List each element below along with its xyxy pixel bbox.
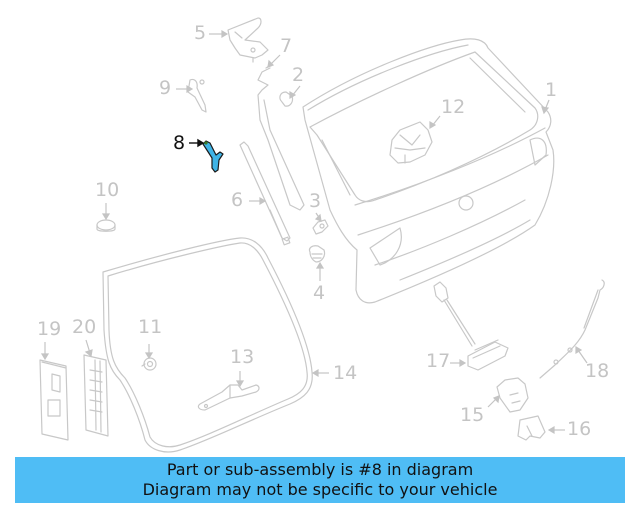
handle-part-13 — [197, 384, 260, 411]
callout-15[interactable]: 15 — [460, 404, 485, 426]
callout-3[interactable]: 3 — [309, 190, 322, 212]
banner-line-part-number: Part or sub-assembly is #8 in diagram — [166, 460, 474, 479]
liftgate-part-1 — [302, 38, 555, 304]
panel-part-20 — [83, 354, 109, 437]
callout-20[interactable]: 20 — [72, 316, 97, 338]
info-banner: Part or sub-assembly is #8 in diagram Di… — [15, 457, 625, 503]
clip-part-3 — [312, 219, 329, 235]
bumper-part-4 — [308, 245, 326, 263]
callout-19[interactable]: 19 — [37, 318, 62, 340]
callout-16[interactable]: 16 — [567, 418, 592, 440]
callout-11[interactable]: 11 — [138, 316, 163, 338]
callout-1[interactable]: 1 — [545, 79, 558, 101]
callout-9[interactable]: 9 — [159, 77, 172, 99]
callout-10[interactable]: 10 — [95, 179, 120, 201]
wiper-motor-part-12 — [389, 121, 433, 164]
plug-part-10 — [96, 219, 116, 232]
grommet-part-11 — [141, 357, 157, 371]
highlighted-part-8[interactable] — [202, 140, 224, 173]
callout-5[interactable]: 5 — [194, 22, 207, 44]
switch-part-17 — [433, 281, 509, 371]
callout-8[interactable]: 8 — [173, 132, 186, 154]
cable-part-18 — [539, 279, 605, 379]
banner-line-disclaimer: Diagram may not be specific to your vehi… — [142, 480, 498, 499]
cover-part-16 — [517, 415, 546, 441]
panel-part-19 — [39, 359, 69, 441]
callout-17[interactable]: 17 — [426, 350, 451, 372]
callout-18[interactable]: 18 — [585, 360, 610, 382]
callout-7[interactable]: 7 — [280, 35, 293, 57]
bracket-part-9 — [187, 78, 207, 113]
callout-14[interactable]: 14 — [333, 362, 358, 384]
callout-4[interactable]: 4 — [313, 282, 326, 304]
callout-12[interactable]: 12 — [441, 96, 466, 118]
latch-part-15 — [496, 377, 529, 413]
strut-part-6 — [239, 141, 291, 246]
callout-2[interactable]: 2 — [292, 64, 305, 86]
hinge-part-5 — [227, 17, 269, 63]
callout-13[interactable]: 13 — [230, 346, 255, 368]
weatherstrip-part-14 — [102, 237, 313, 453]
callout-6[interactable]: 6 — [231, 189, 244, 211]
